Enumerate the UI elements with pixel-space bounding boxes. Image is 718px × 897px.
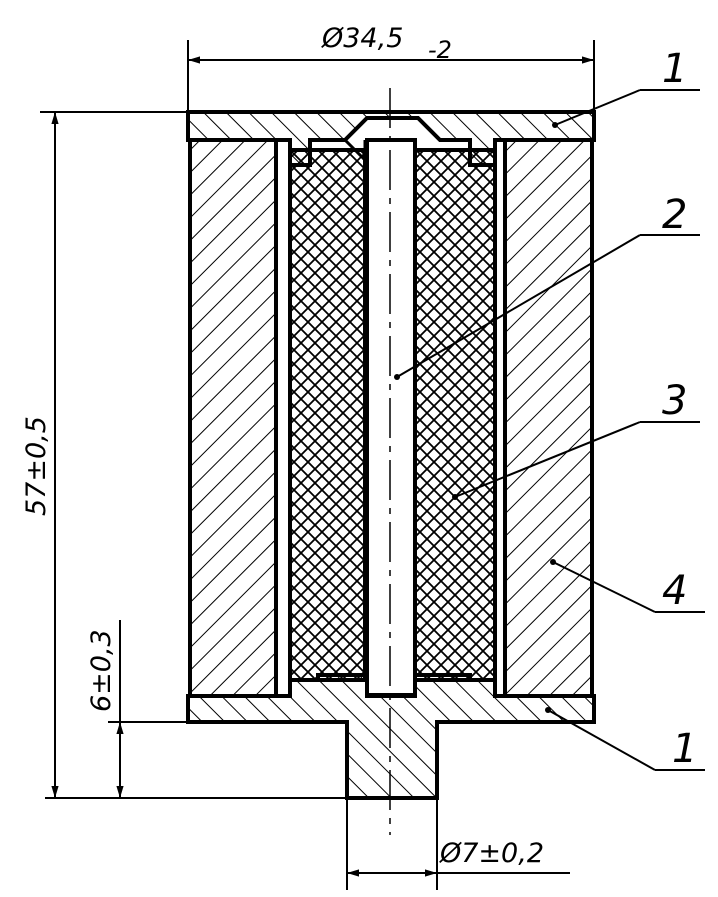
dim-outer-diameter bbox=[187, 40, 595, 112]
sleeve-lines bbox=[274, 140, 507, 696]
callout-core: 3 bbox=[662, 378, 687, 424]
callout-body: 4 bbox=[662, 568, 687, 614]
dim-height bbox=[40, 111, 347, 799]
outer-diameter-label: Ø34,5 bbox=[321, 23, 403, 54]
callout-rod: 2 bbox=[662, 192, 687, 238]
dim-pin-diameter bbox=[346, 798, 570, 890]
rod-part-2 bbox=[365, 138, 417, 697]
outer-diameter-tolerance: -2 bbox=[428, 36, 452, 64]
top-cap-left-lip bbox=[276, 138, 367, 167]
callout-dots bbox=[394, 122, 558, 713]
dim-pin-height bbox=[108, 620, 188, 798]
core-part-3 bbox=[288, 148, 497, 682]
height-label: 57±0,5 bbox=[21, 416, 52, 516]
pin-height-label: 6±0,3 bbox=[86, 629, 117, 712]
callout-top-cap: 1 bbox=[662, 46, 687, 92]
callout-leaders bbox=[396, 89, 705, 771]
body-part-4 bbox=[188, 138, 594, 698]
pin-diameter-label: Ø7±0,2 bbox=[439, 838, 544, 869]
bottom-cap-part-1 bbox=[186, 673, 596, 800]
callout-bottom-cap: 1 bbox=[672, 726, 697, 772]
